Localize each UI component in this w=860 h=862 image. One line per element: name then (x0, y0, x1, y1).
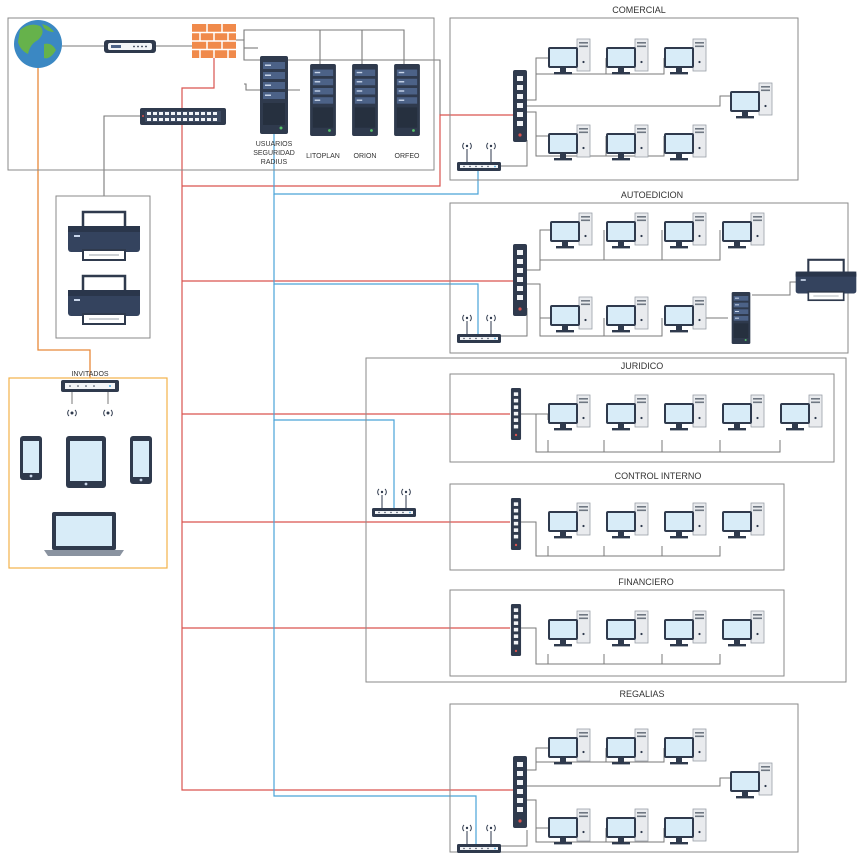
desktop-computer-icon (606, 38, 649, 76)
desktop-computer-icon (606, 296, 649, 334)
section-title-autoedicion: AUTOEDICION (621, 190, 683, 200)
connection-lines (37, 29, 796, 847)
access-point-icon (456, 824, 502, 854)
tablet-icon (66, 436, 106, 488)
server-icon-litoplan (310, 64, 336, 136)
server-label-litoplan: LITOPLAN (306, 153, 340, 160)
desktop-computer-icon (606, 728, 649, 766)
desktop-computer-icon (730, 82, 773, 120)
server-label-orion: ORION (354, 153, 377, 160)
desktop-computer-icon (664, 296, 707, 334)
desktop-computer-icon (722, 610, 765, 648)
desktop-computer-icon (664, 808, 707, 846)
desktop-computer-icon (606, 212, 649, 250)
desktop-computer-icon (780, 394, 823, 432)
desktop-computer-icon (722, 212, 765, 250)
desktop-computer-icon (664, 610, 707, 648)
switch-icon (513, 70, 527, 142)
switch-icon (510, 604, 522, 656)
printer-icon (66, 210, 142, 262)
desktop-computer-icon (722, 394, 765, 432)
section-title-comercial: COMERCIAL (612, 5, 666, 15)
switch-icon (513, 756, 527, 828)
wifi-antenna-icon (67, 409, 113, 417)
main-rack-box (7, 17, 435, 171)
access-point-icon (456, 314, 502, 344)
desktop-computer-icon (664, 212, 707, 250)
juridico-box (449, 373, 835, 463)
switch-icon (510, 388, 522, 440)
guest-network-label: INVITADOS (71, 371, 109, 378)
desktop-computer-icon (606, 502, 649, 540)
desktop-computer-icon (606, 124, 649, 162)
desktop-computer-icon (664, 394, 707, 432)
desktop-computer-icon (664, 728, 707, 766)
firewall-icon (192, 24, 236, 58)
desktop-computer-icon (606, 610, 649, 648)
printer-icon (66, 274, 142, 326)
access-point-icon (456, 142, 502, 172)
control-interno-box (449, 483, 785, 571)
printers-box (55, 195, 151, 339)
server-label-orfeo: ORFEO (395, 153, 420, 160)
comercial-box (449, 17, 799, 181)
desktop-computer-icon (548, 502, 591, 540)
laptop-icon (44, 512, 124, 556)
section-title-regalias: REGALIAS (619, 689, 664, 699)
phone-icon (130, 436, 152, 484)
server-icon (731, 292, 751, 344)
desktop-computer-icon (548, 394, 591, 432)
guest-switch-icon (61, 380, 119, 392)
core-switch-icon (140, 108, 226, 125)
desktop-computer-icon (548, 808, 591, 846)
server-label-seguridad: SEGURIDAD (253, 150, 295, 157)
desktop-computer-icon (722, 502, 765, 540)
desktop-computer-icon (664, 38, 707, 76)
server-label-usuarios: USUARIOS (256, 141, 293, 148)
section-title-financiero: FINANCIERO (618, 577, 674, 587)
printer-icon (794, 258, 858, 302)
desktop-computer-icon (548, 124, 591, 162)
server-icon-orfeo (394, 64, 420, 136)
server-icon-orion (352, 64, 378, 136)
desktop-computer-icon (548, 728, 591, 766)
server-icon-usuarios (260, 56, 288, 134)
switch-icon (513, 244, 527, 316)
autoedicion-box (449, 202, 849, 354)
desktop-computer-icon (550, 296, 593, 334)
desktop-computer-icon (606, 808, 649, 846)
desktop-computer-icon (606, 394, 649, 432)
server-label-radius: RADIUS (261, 159, 288, 166)
financiero-box (449, 589, 785, 677)
phone-icon (20, 436, 42, 480)
desktop-computer-icon (548, 610, 591, 648)
desktop-computer-icon (730, 762, 773, 800)
regalias-box (449, 703, 799, 853)
section-title-juridico: JURIDICO (621, 361, 664, 371)
desktop-computer-icon (664, 502, 707, 540)
guest-network-box (8, 377, 168, 569)
desktop-computer-icon (548, 38, 591, 76)
section-title-control-interno: CONTROL INTERNO (615, 471, 702, 481)
router-icon (104, 40, 156, 53)
globe-icon (14, 20, 62, 68)
desktop-computer-icon (664, 124, 707, 162)
desktop-computer-icon (550, 212, 593, 250)
oficinas-group-box (365, 357, 847, 683)
switch-icon (510, 498, 522, 550)
